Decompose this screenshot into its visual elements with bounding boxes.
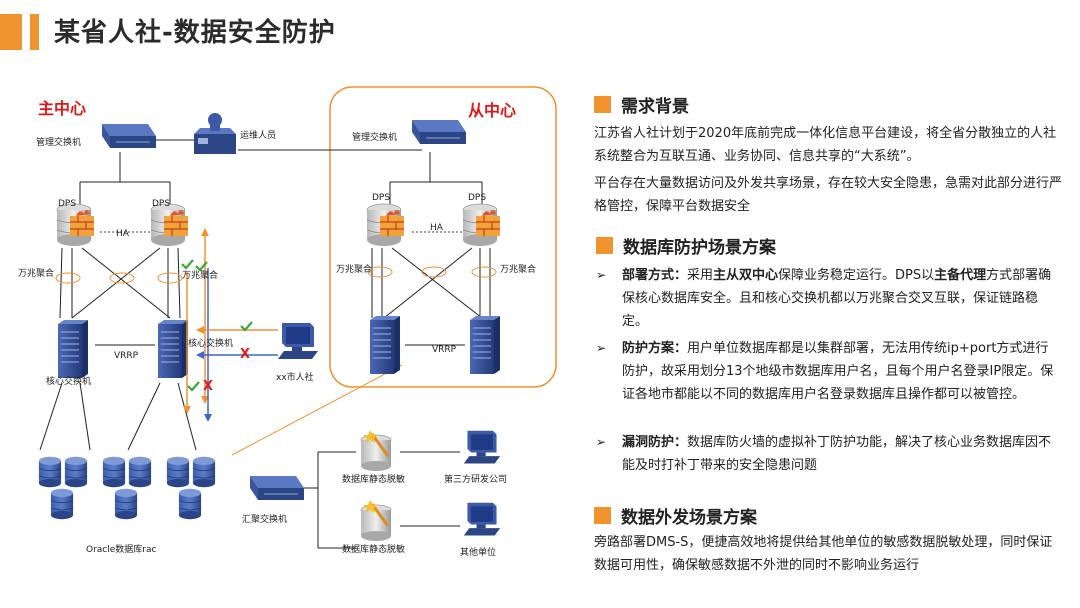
out-section-title: 数据外发场景方案 <box>621 508 757 528</box>
db-bullet-deploy-bold-1: 主从双中心 <box>713 268 779 283</box>
converge-switch-label: 汇聚交换机 <box>242 513 287 525</box>
mgmt-switch-backup-label: 管理交换机 <box>352 131 397 143</box>
mgmt-switch-main-icon <box>101 123 156 149</box>
db-bullet-deploy-text-3: 方式部署确保核心数据库安全。且和核心交换机都以万兆聚合交叉互联，保证链路稳定。 <box>622 268 1052 329</box>
dps-backup-2-icon <box>462 203 501 247</box>
db-cylinder-icon <box>166 456 190 488</box>
db-cylinder-icon <box>192 456 216 488</box>
city-user-label: xx市人社 <box>276 371 314 383</box>
title-accent-bar <box>0 14 22 50</box>
network-diagram: 主中心 从中心 <box>18 86 557 558</box>
out-paragraph: 旁路部署DMS-S，便捷高效地将提供给其他单位的敏感数据脱敏处理，同时保证数据可… <box>594 535 1053 573</box>
ops-staff-label: 运维人员 <box>240 129 276 141</box>
db-cylinder-icon <box>102 456 126 488</box>
dps-main-1-label: DPS <box>58 199 76 209</box>
db-cylinder-icon <box>64 456 88 488</box>
dps-main-2-label: DPS <box>152 199 170 209</box>
backup-center-frame <box>329 86 557 388</box>
agg-backup-right-label: 万兆聚合 <box>500 263 536 275</box>
backup-center-label: 从中心 <box>468 101 516 120</box>
bullet-arrow-icon: ➢ <box>596 268 607 282</box>
check-marks-icon <box>181 259 253 392</box>
db-bullet-protect-text: 用户单位数据库都是以集群部署，无法用传统ip+port方式进行防护，故采用划分1… <box>622 341 1054 402</box>
vrrp-main-label: VRRP <box>114 351 139 361</box>
db-bullet-deploy-bold-2: 主备代理 <box>934 268 987 283</box>
city-user-pc-icon <box>278 323 318 359</box>
dps-main-2-icon <box>150 203 189 247</box>
ha-backup-label: HA <box>430 223 444 233</box>
core-switch-main-left-icon <box>57 319 89 379</box>
agg-main-right-label: 万兆聚合 <box>182 269 218 281</box>
other-unit-pc-icon <box>463 502 501 536</box>
cross-marks-icon: X X <box>203 347 250 394</box>
db-bullet-deploy-label: 部署方式： <box>622 268 688 283</box>
dps-backup-1-icon <box>366 203 405 247</box>
svg-text:X: X <box>203 379 213 394</box>
bullet-arrow-icon: ➢ <box>596 435 607 449</box>
main-center-label: 主中心 <box>38 99 86 118</box>
other-unit-label: 其他单位 <box>460 546 496 558</box>
dps-backup-1-label: DPS <box>372 193 390 203</box>
oracle-label: Oracle数据库rac <box>86 543 157 555</box>
dps-backup-2-label: DPS <box>468 193 486 203</box>
dps-main-1-icon <box>56 203 95 247</box>
core-switch-backup-left-icon <box>369 315 401 375</box>
db-bullet-vuln: ➢ 漏洞防护：数据库防火墙的虚拟补丁防护功能，解决了核心业务数据库因不能及时打补… <box>596 431 1061 477</box>
core-switch-main-right-icon <box>157 319 189 379</box>
oracle-cluster <box>38 456 216 520</box>
agg-backup-left-label: 万兆聚合 <box>336 263 372 275</box>
db-section-title: 数据库防护场景方案 <box>623 238 776 258</box>
out-section-header: 数据外发场景方案 <box>594 503 757 528</box>
mgmt-switch-main-label: 管理交换机 <box>36 136 81 148</box>
req-paragraph-2: 平台存在大量数据访问及外发共享场景，存在较大安全隐患，急需对此部分进行严格管控，… <box>594 176 1063 214</box>
core-switch-right-label: 核心交换机 <box>188 337 233 349</box>
db-bullet-protect: ➢ 防护方案：用户单位数据库都是以集群部署，无法用传统ip+port方式进行防护… <box>596 337 1061 406</box>
svg-text:X: X <box>240 347 250 362</box>
flow-arrows <box>183 228 278 422</box>
converge-switch-icon <box>249 475 304 501</box>
static-mask-2-icon <box>359 500 393 543</box>
req-section-title: 需求背景 <box>621 97 689 117</box>
req-section-header: 需求背景 <box>594 92 689 117</box>
section-square-icon <box>594 96 611 113</box>
db-bullet-protect-label: 防护方案： <box>622 341 688 356</box>
third-party-label: 第三方研发公司 <box>444 473 507 485</box>
core-switch-backup-right-icon <box>469 315 501 375</box>
static-mask-2-label: 数据库静态脱敏 <box>342 543 405 555</box>
req-paragraph-1: 江苏省人社计划于2020年底前完成一体化信息平台建设，将全省分散独立的人社系统整… <box>594 126 1057 164</box>
db-bullet-deploy-text-2: 保障业务稳定运行。DPS以 <box>778 268 935 283</box>
db-bullet-vuln-label: 漏洞防护： <box>622 435 688 450</box>
page-title: 某省人社-数据安全防护 <box>54 18 336 48</box>
title-accent-bar-thin <box>30 14 39 50</box>
db-cylinder-icon <box>38 456 62 488</box>
ops-staff-icon <box>194 113 236 154</box>
core-switch-left-label: 核心交换机 <box>46 375 91 387</box>
db-section-header: 数据库防护场景方案 <box>596 233 776 258</box>
section-square-icon <box>596 237 613 254</box>
mgmt-switch-backup-icon <box>411 119 466 145</box>
bullet-arrow-icon: ➢ <box>596 341 607 355</box>
ha-main-label: HA <box>116 229 130 239</box>
static-mask-1-icon <box>359 430 393 473</box>
db-bullet-deploy-text-1: 采用 <box>687 268 714 283</box>
db-cylinder-icon <box>50 488 74 520</box>
db-bullet-deploy: ➢ 部署方式：采用主从双中心保障业务稳定运行。DPS以主备代理方式部署确保核心数… <box>596 264 1061 333</box>
agg-main-left-label: 万兆聚合 <box>18 267 54 279</box>
db-cylinder-icon <box>128 456 152 488</box>
db-cylinder-icon <box>178 488 202 520</box>
third-party-pc-icon <box>463 430 501 464</box>
db-cylinder-icon <box>114 488 138 520</box>
db-bullet-vuln-text: 数据库防火墙的虚拟补丁防护功能，解决了核心业务数据库因不能及时打补丁带来的安全隐… <box>622 435 1052 473</box>
section-square-icon <box>594 507 611 524</box>
vrrp-backup-label: VRRP <box>432 345 457 355</box>
static-mask-1-label: 数据库静态脱敏 <box>342 473 405 485</box>
